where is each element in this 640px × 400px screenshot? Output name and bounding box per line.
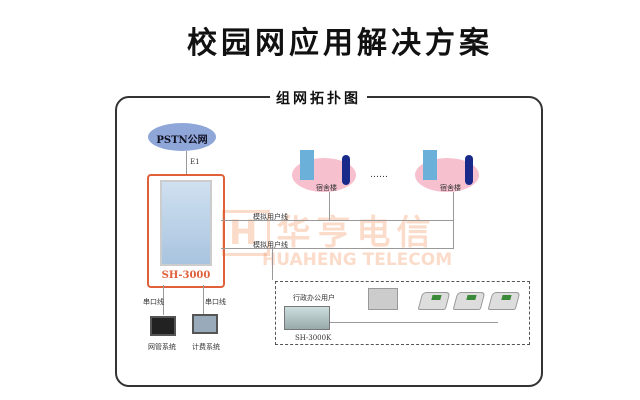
building-label: 宿舍楼	[440, 184, 461, 192]
e1-label: E1	[190, 158, 200, 166]
person-icon	[465, 155, 473, 185]
rack-icon	[160, 180, 212, 266]
pstn-label: PSTN公网	[156, 135, 208, 146]
analog-line-2	[221, 248, 454, 249]
watermark-text: HUAHENG TELECOM	[262, 250, 453, 270]
main-device-box	[147, 174, 225, 288]
phone-icon	[452, 292, 486, 310]
system-label: 网管系统	[148, 343, 176, 351]
phone-bus	[330, 322, 498, 323]
analog-line-1	[221, 220, 454, 221]
building-label: 宿舍楼	[316, 184, 337, 192]
office-label: 行政办公用户	[293, 294, 335, 302]
phone-icon	[417, 292, 451, 310]
office-link	[272, 248, 273, 280]
sub-device-label: SH-3000K	[295, 334, 332, 342]
main-device-label: SH-3000	[161, 270, 211, 281]
sub-device-icon	[284, 306, 330, 330]
system-label: 计费系统	[192, 343, 220, 351]
building-link	[329, 192, 330, 220]
building-icon	[423, 150, 437, 180]
console-phone-icon	[368, 288, 398, 310]
computer-icon	[192, 314, 218, 334]
serial-label: 串口线	[143, 298, 164, 306]
phone-icon	[487, 292, 521, 310]
pstn-cloud-icon	[148, 123, 216, 151]
diagram-title: 组网拓扑图	[270, 88, 367, 108]
person-icon	[342, 155, 350, 185]
analog-line-label: 模拟用户线	[253, 213, 288, 221]
serial-link	[203, 285, 204, 315]
ellipsis: ……	[370, 170, 388, 180]
e1-link	[186, 151, 187, 175]
computer-icon	[150, 316, 176, 336]
office-group	[275, 281, 530, 345]
serial-label: 串口线	[205, 298, 226, 306]
analog-line-label: 模拟用户线	[253, 241, 288, 249]
building-icon	[300, 150, 314, 180]
building-link	[453, 192, 454, 248]
serial-link	[163, 285, 164, 315]
page-title: 校园网应用解决方案	[187, 26, 493, 61]
